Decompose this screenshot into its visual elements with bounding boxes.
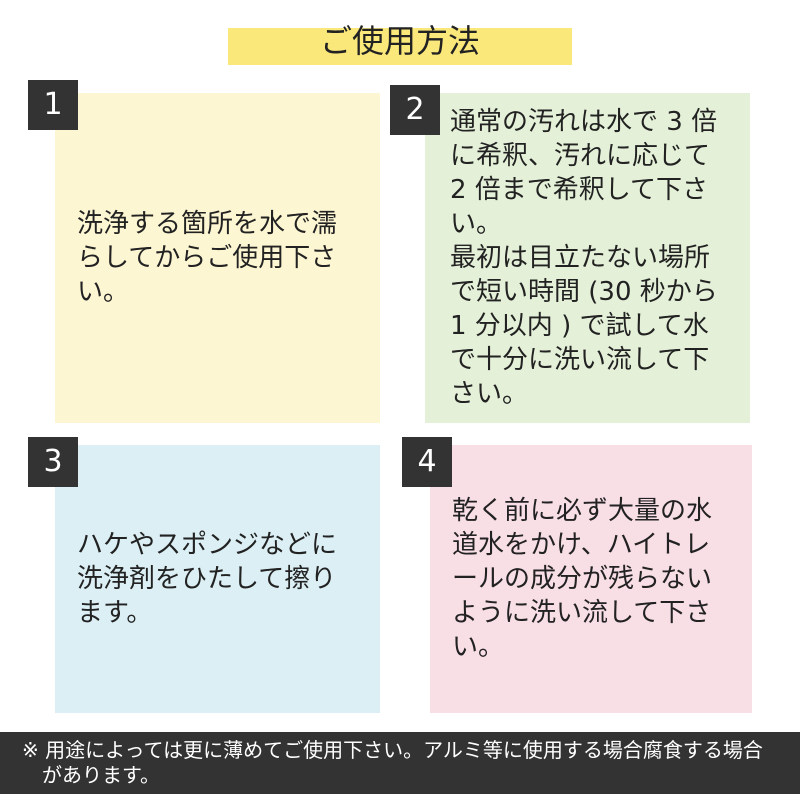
step-text-line: 2 倍まで希釈して下さ <box>450 175 709 205</box>
step-card-4: 乾く前に必ず大量の水道水をかけ、ハイトレールの成分が残らないように洗い流して下さ… <box>430 445 752 713</box>
step-number-3: 3 <box>28 437 78 487</box>
step-card-2: 通常の汚れは水で 3 倍に希釈、汚れに応じて 2 倍まで希釈して下さい。最初は目立… <box>425 93 750 423</box>
step-card-1: 洗浄する箇所を水で濡らしてからご使用下さい。 <box>55 93 380 423</box>
step-text-line: い。 <box>77 277 130 307</box>
step-text-line: で十分に洗い流して下 <box>450 345 710 375</box>
step-text-line: ように洗い流して下さ <box>452 598 712 628</box>
step-text-line: 1 分以内 ) で試して水 <box>450 311 709 341</box>
step-text-line: 洗浄剤をひたして擦り <box>77 564 337 594</box>
step-text-line: さい。 <box>450 379 529 409</box>
step-text-line: い。 <box>450 209 503 239</box>
step-text-line: ます。 <box>77 598 153 628</box>
footer-note: ※ 用途によっては更に薄めてご使用下さい。アルミ等に使用する場合腐食する場合 が… <box>0 732 800 794</box>
step-text-line: い。 <box>452 632 505 662</box>
step-text-line: ハケやスポンジなどに <box>77 530 338 560</box>
step-text-line: 乾く前に必ず大量の水 <box>452 496 713 526</box>
page-title: ご使用方法 <box>319 22 480 60</box>
footer-note-line: があります。 <box>42 763 160 787</box>
step-number-4: 4 <box>402 437 452 487</box>
step-text-line: 最初は目立たない場所 <box>450 243 711 273</box>
step-card-3: ハケやスポンジなどに洗浄剤をひたして擦ります。 <box>55 445 380 713</box>
step-text-line: で短い時間 (30 秒から <box>450 277 718 307</box>
step-text-line: ールの成分が残らない <box>452 564 713 594</box>
step-number-1: 1 <box>28 80 78 130</box>
footer-note-line: ※ 用途によっては更に薄めてご使用下さい。アルミ等に使用する場合腐食する場合 <box>22 738 763 762</box>
step-text-line: らしてからご使用下さ <box>77 243 337 273</box>
step-text-line: に希釈、汚れに応じて <box>450 141 711 171</box>
step-text-line: 洗浄する箇所を水で濡 <box>77 209 338 239</box>
step-text-line: 道水をかけ、ハイトレ <box>452 530 711 560</box>
title-banner: ご使用方法 <box>228 22 572 65</box>
step-text-line: 通常の汚れは水で 3 倍 <box>450 107 718 137</box>
step-number-2: 2 <box>390 85 440 135</box>
